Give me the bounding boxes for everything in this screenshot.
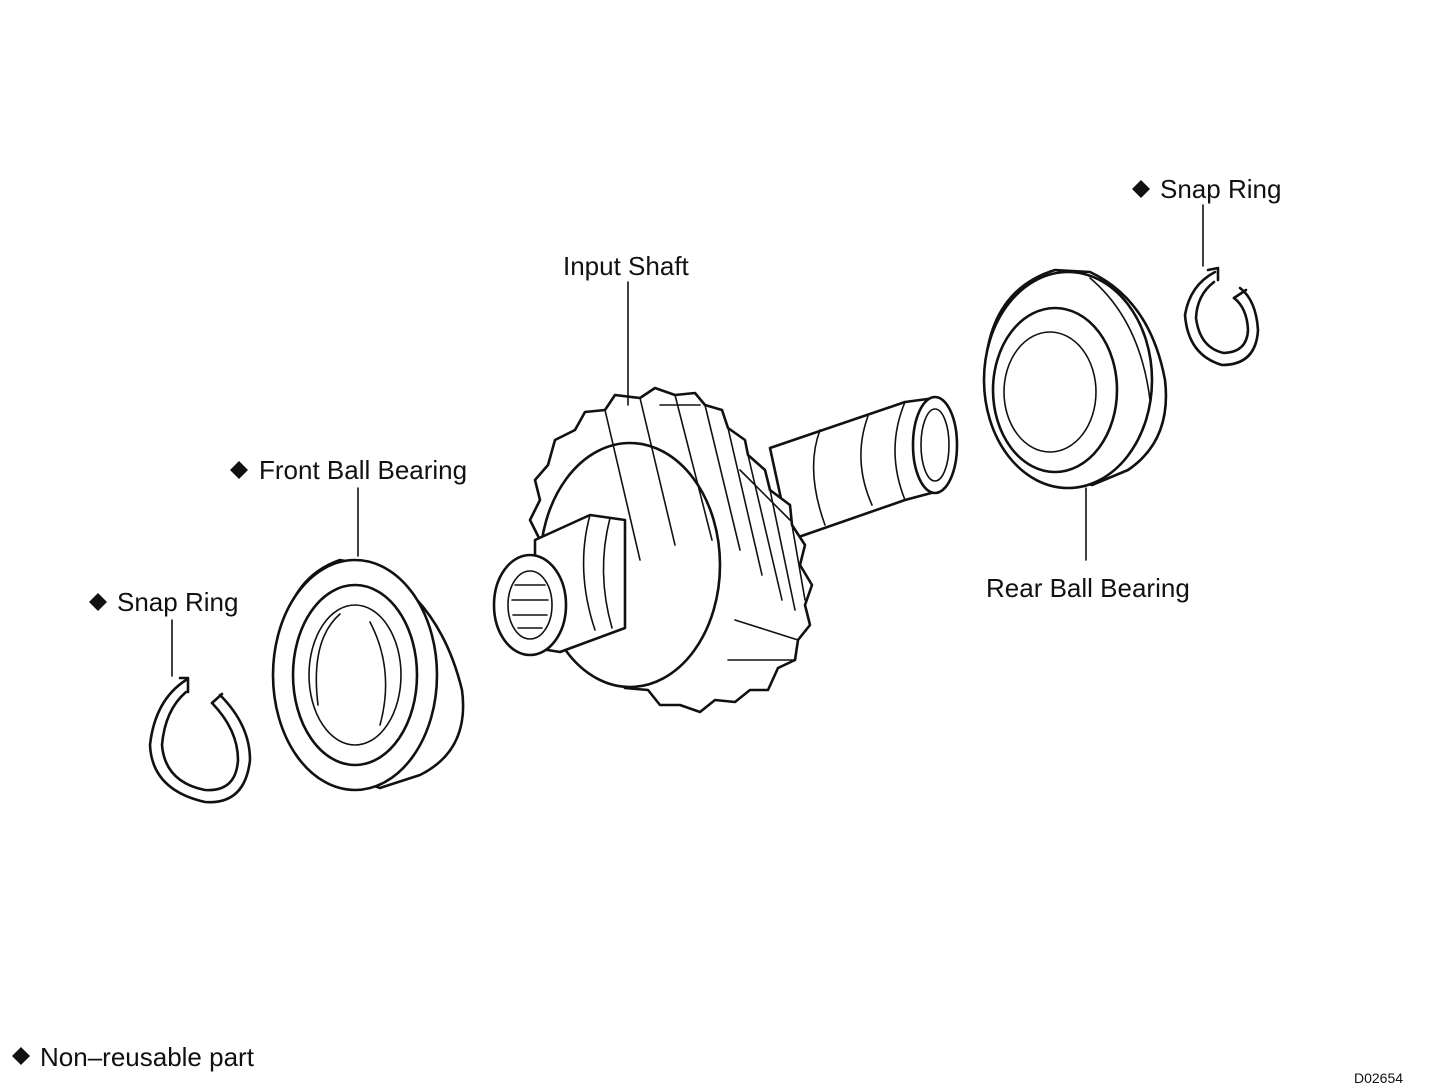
front-ball-bearing-part [271,558,465,792]
snap-ring-left-part [148,676,252,804]
input-shaft-front-section [492,513,627,657]
label-input-shaft: Input Shaft [563,251,690,281]
label-snap-ring-right-text: Snap Ring [1160,174,1281,204]
legend-text: Non–reusable part [40,1042,255,1072]
label-front-ball-bearing-text: Front Ball Bearing [259,455,467,485]
label-snap-ring-right: Snap Ring [1132,174,1281,204]
figure-code: D02654 [1354,1070,1403,1086]
non-reusable-diamond-icon [89,593,107,611]
label-rear-ball-bearing: Rear Ball Bearing [986,573,1190,603]
non-reusable-diamond-icon [1132,180,1150,198]
label-snap-ring-left-text: Snap Ring [117,587,238,617]
input-shaft-rear-section [768,395,959,542]
rear-ball-bearing-part [982,268,1168,490]
legend: Non–reusable part [12,1042,255,1072]
snap-ring-right-part [1183,266,1260,367]
non-reusable-diamond-icon [230,461,248,479]
label-snap-ring-left: Snap Ring [89,587,238,617]
non-reusable-diamond-icon [12,1047,30,1065]
input-shaft-part [492,386,959,714]
label-front-ball-bearing: Front Ball Bearing [230,455,467,485]
